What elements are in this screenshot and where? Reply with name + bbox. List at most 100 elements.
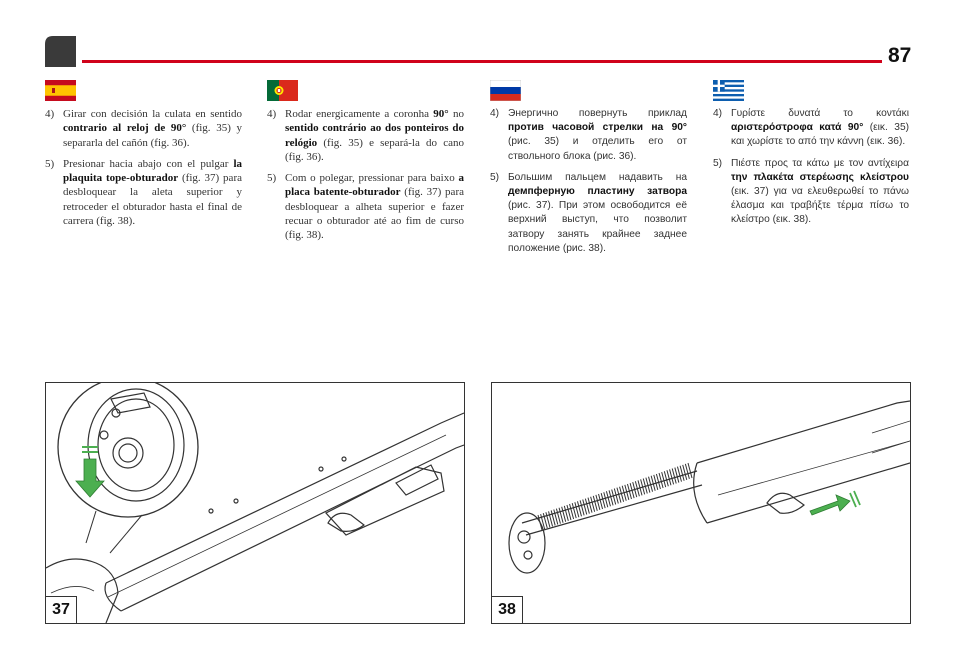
spring-coil — [553, 509, 559, 525]
spring-coil — [616, 487, 622, 503]
column-portuguese: 4)Rodar energicamente a coronha 90° no s… — [267, 107, 464, 250]
step-text: Энергично повернуть приклад — [508, 108, 687, 119]
step-emphasis: contrario al reloj de 90° — [63, 122, 187, 135]
spring-coil — [566, 504, 572, 521]
spring-coil — [548, 511, 554, 527]
spring-coil — [687, 462, 693, 479]
spring-coil — [574, 502, 580, 518]
spring-coil — [669, 469, 675, 485]
step-emphasis: la plaquita tope-obturador — [63, 157, 242, 185]
instruction-step: 4) Γυρίστε δυνατά το κοντάκι αριστερόστρο… — [713, 107, 909, 150]
step-text: (рис. 35) и отделить его от ствольного б… — [508, 136, 687, 162]
spring-coil — [658, 472, 664, 489]
step-number: 5) — [713, 157, 723, 169]
spring-coil — [550, 510, 556, 526]
step-text: (fig. 37) para desbloquear la aleta supe… — [63, 172, 242, 228]
spring-coil — [587, 497, 593, 513]
spring-coil — [608, 490, 614, 506]
step-number: 5) — [267, 172, 277, 185]
spring-coil — [603, 492, 609, 508]
spring-coil — [632, 482, 638, 498]
page-number: 87 — [888, 44, 912, 67]
spring-coil — [648, 476, 654, 492]
spring-coil — [561, 506, 567, 522]
spring-coil — [650, 475, 656, 491]
step-text: (εικ. 37) για να ελευθερωθεί το πάνω έλα… — [731, 186, 909, 226]
spain-flag-icon — [45, 80, 76, 101]
spring-coil — [540, 513, 546, 530]
step-text: Presionar hacia abajo con el pulgar — [63, 157, 234, 170]
step-text: Γυρίστε δυνατά το κοντάκι — [731, 108, 909, 119]
step-emphasis: sentido contrário ao dos ponteiros do re… — [285, 122, 464, 149]
step-number: 4) — [267, 108, 277, 120]
spring-coil — [637, 480, 643, 496]
spring-coil — [679, 465, 685, 481]
spring-coil — [674, 467, 680, 483]
step-emphasis: a placa batente-obturador — [285, 172, 464, 199]
step-text: (рис. 37). При этом освободится её верхн… — [508, 200, 687, 254]
spring-coil — [605, 491, 611, 507]
instruction-step: 4)Rodar energicamente a coronha 90° no s… — [267, 107, 464, 164]
column-spanish: 4)Girar con decisión la culata en sentid… — [45, 107, 242, 235]
spring-coil — [600, 492, 606, 509]
russia-flag-icon — [490, 80, 521, 101]
bolt-assembly-drawing — [508, 400, 910, 574]
spring-coil — [576, 501, 582, 517]
step-text: Rodar energicamente a coronha — [285, 108, 434, 120]
spring-coil — [621, 485, 627, 501]
spring-coil — [613, 488, 619, 504]
spring-coil — [642, 478, 648, 494]
step-number: 5) — [45, 157, 55, 170]
spring-coil — [579, 500, 585, 516]
step-text: Большим пальцем надавить на — [508, 171, 687, 183]
figure-label: 37 — [46, 596, 77, 623]
step-number: 4) — [713, 108, 723, 119]
spring-coil — [590, 496, 596, 512]
spring-coil — [563, 505, 569, 522]
greece-flag-icon — [713, 80, 744, 101]
instruction-step: 5) Com o polegar, pressionar para baixo a… — [267, 171, 464, 242]
column-greek: 4) Γυρίστε δυνατά το κοντάκι αριστερόστρο… — [713, 107, 909, 235]
spring-coil — [663, 471, 669, 487]
spring-coil — [645, 477, 651, 493]
step-text: Com o polegar, pressionar para baixo — [285, 172, 459, 185]
spring-coil — [655, 473, 661, 490]
figure-label: 38 — [492, 596, 523, 623]
spring-coil — [584, 498, 590, 514]
spring-coil — [598, 493, 604, 510]
step-text: (fig. 35) e separá-la do cano (fig. 36). — [285, 136, 464, 163]
spring-coil — [545, 512, 551, 528]
step-emphasis: την πλακέτα στερέωσης κλείστρου — [731, 171, 909, 183]
spring-coil — [595, 494, 601, 511]
spring-coil — [558, 507, 564, 523]
instruction-step: 4)Girar con decisión la culata en sentid… — [45, 107, 242, 150]
step-emphasis: αριστερόστροφα κατά 90° — [731, 122, 864, 134]
step-text: (fig. 37) para desbloquear a alheta supe… — [285, 186, 464, 242]
spring-coil — [537, 514, 543, 531]
header-rule — [82, 60, 882, 63]
spring-coil — [542, 513, 548, 529]
spring-coil — [592, 495, 598, 511]
figure-38: 38 — [491, 382, 911, 624]
spring-coil — [629, 482, 635, 499]
spring-coil — [624, 484, 630, 501]
spring-coil — [626, 483, 632, 500]
step-text: Girar con decisión la culata en sentido — [63, 108, 242, 120]
step-number: 5) — [490, 171, 500, 183]
step-number: 4) — [490, 108, 500, 119]
spring-coil — [682, 464, 688, 480]
step-emphasis: против часовой стрелки на 90° — [508, 122, 687, 134]
column-russian: 4) Энергично повернуть приклад против час… — [490, 107, 687, 263]
spring-coil — [571, 503, 577, 519]
instruction-step: 5) Presionar hacia abajo con el pulgar la… — [45, 157, 242, 228]
portugal-flag-icon — [267, 80, 298, 101]
spring-coil — [640, 479, 646, 495]
spring-coil — [676, 466, 682, 482]
spring-coil — [569, 503, 575, 520]
spring-coil — [611, 489, 617, 505]
figure-37: 37 — [45, 382, 465, 624]
spring-coil — [555, 508, 561, 524]
spring-coil — [653, 474, 659, 490]
step-text: (fig. 35) y separarla del cañón (fig. 36… — [63, 122, 242, 149]
spring-coil — [671, 468, 677, 484]
